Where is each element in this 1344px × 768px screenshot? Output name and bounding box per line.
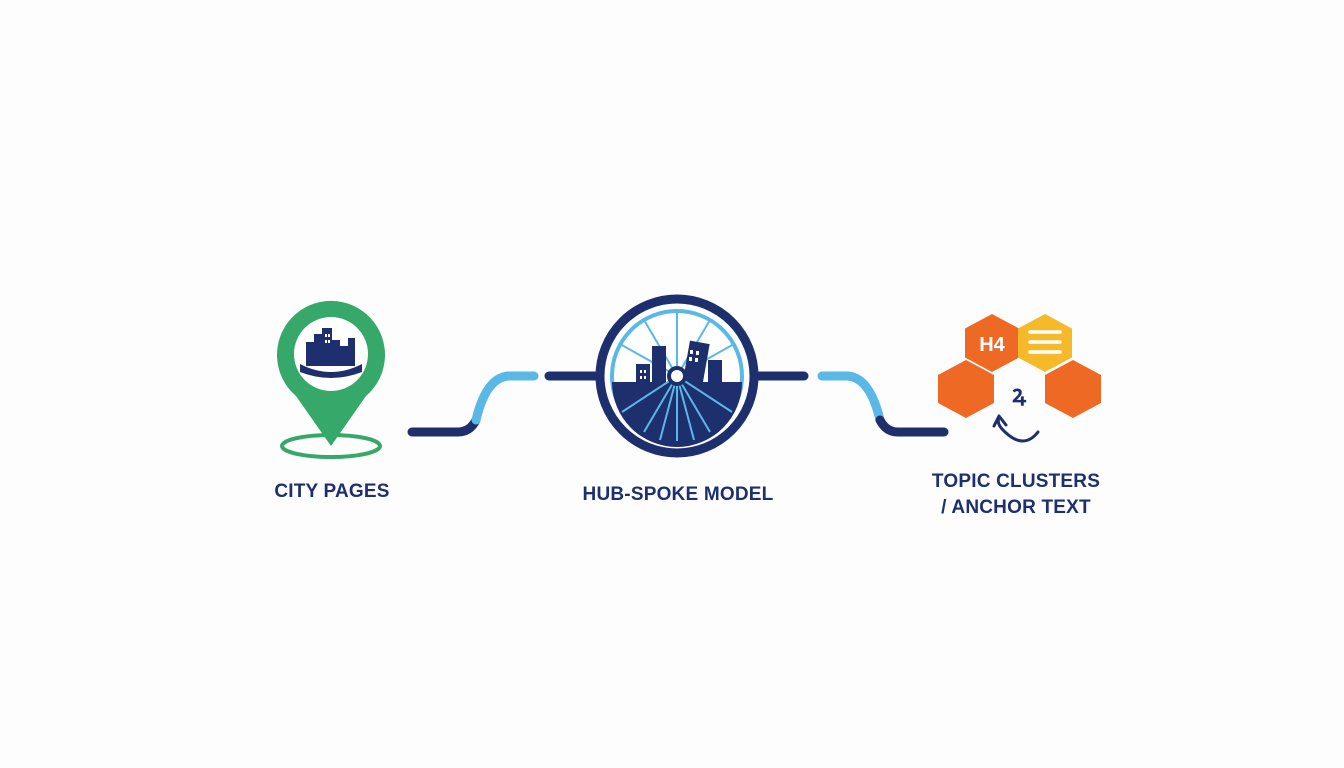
curved-arrow-icon <box>996 416 1040 443</box>
heading-hex-text: H4 <box>979 334 1005 356</box>
anchor-text-glyph: ꝝ <box>1012 379 1027 408</box>
step-label-topic-line1: TOPIC CLUSTERS <box>931 471 1101 492</box>
wheel-skyline-windows <box>640 350 699 379</box>
step-label-city-pages: CITY PAGES <box>274 481 390 502</box>
step-label-topic-clusters: TOPIC CLUSTERS / ANCHOR TEXT <box>908 469 1124 521</box>
hex-right <box>1045 360 1101 418</box>
wheel-lower-spokes <box>621 375 733 441</box>
curved-arrow-head <box>992 414 1008 428</box>
wheel-hub-center <box>667 366 687 386</box>
step-label-hub-spoke-model: HUB-SPOKE MODEL <box>582 484 774 505</box>
connector-city-to-hub <box>407 371 603 437</box>
document-lines-icon <box>1028 330 1062 354</box>
step-label-topic-line2: / ANCHOR TEXT <box>941 497 1091 518</box>
wheel-city-hub-icon <box>595 294 759 458</box>
pin-city-skyline <box>300 328 362 378</box>
hex-left <box>938 360 994 418</box>
hex-heading <box>965 314 1019 372</box>
connector-hub-to-clusters <box>751 371 949 437</box>
pin-window-marks <box>325 334 330 343</box>
wheel-skyline <box>636 340 722 388</box>
hexagon-cluster-icon: H4 ꝝ <box>938 314 1101 443</box>
map-pin-city-icon <box>277 300 385 459</box>
